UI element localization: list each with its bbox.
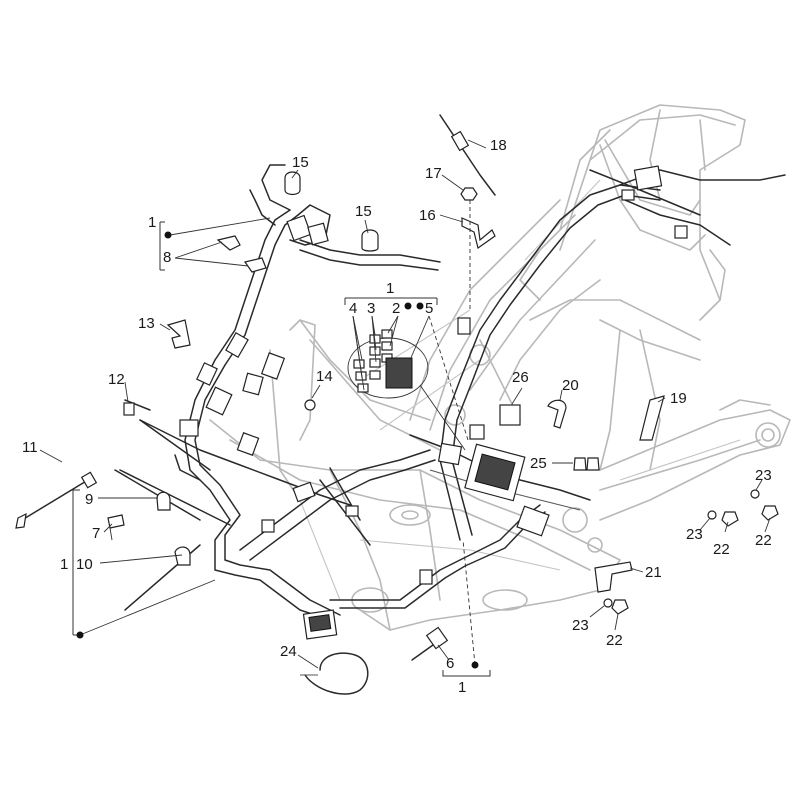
part-label-13: 13 <box>138 315 155 332</box>
part-number-labels: 1 8 15 15 13 12 11 9 7 1 10 14 1 4 3 2 5… <box>22 137 772 696</box>
part-label-8: 8 <box>163 249 171 266</box>
part-label-6: 6 <box>446 655 454 672</box>
part-label-23: 23 <box>572 617 589 634</box>
part-label-24: 24 <box>280 643 297 660</box>
part-label-17: 17 <box>425 165 442 182</box>
part-label-26: 26 <box>512 369 529 386</box>
part-label-20: 20 <box>562 377 579 394</box>
part-label-9: 9 <box>85 491 93 508</box>
part-label-12: 12 <box>108 371 125 388</box>
fuse-detail-callout <box>344 297 466 451</box>
part-label-2: 2 <box>392 300 400 317</box>
part-label-18: 18 <box>490 137 507 154</box>
part-label-1: 1 <box>386 280 394 297</box>
part-label-3: 3 <box>367 300 375 317</box>
part-label-7: 7 <box>92 525 100 542</box>
part-label-22: 22 <box>606 632 623 649</box>
part-label-19: 19 <box>670 390 687 407</box>
part-label-14: 14 <box>316 368 333 385</box>
part-label-15: 15 <box>292 154 309 171</box>
part-label-25: 25 <box>530 455 547 472</box>
part-label-5: 5 <box>425 300 433 317</box>
part-label-1: 1 <box>148 214 156 231</box>
part-label-21: 21 <box>645 564 662 581</box>
bullet-dots <box>76 231 479 669</box>
part-label-23: 23 <box>755 467 772 484</box>
connectors-and-parts <box>15 114 779 695</box>
part-label-10: 10 <box>76 556 93 573</box>
part-label-1: 1 <box>60 556 68 573</box>
part-label-15: 15 <box>355 203 372 220</box>
part-label-4: 4 <box>349 300 357 317</box>
part-label-11: 11 <box>22 439 38 456</box>
part-label-22: 22 <box>755 532 772 549</box>
part-label-16: 16 <box>419 207 436 224</box>
scooter-frame <box>209 104 791 631</box>
part-label-1: 1 <box>458 679 466 696</box>
part-label-22: 22 <box>713 541 730 558</box>
part-label-23: 23 <box>686 526 703 543</box>
